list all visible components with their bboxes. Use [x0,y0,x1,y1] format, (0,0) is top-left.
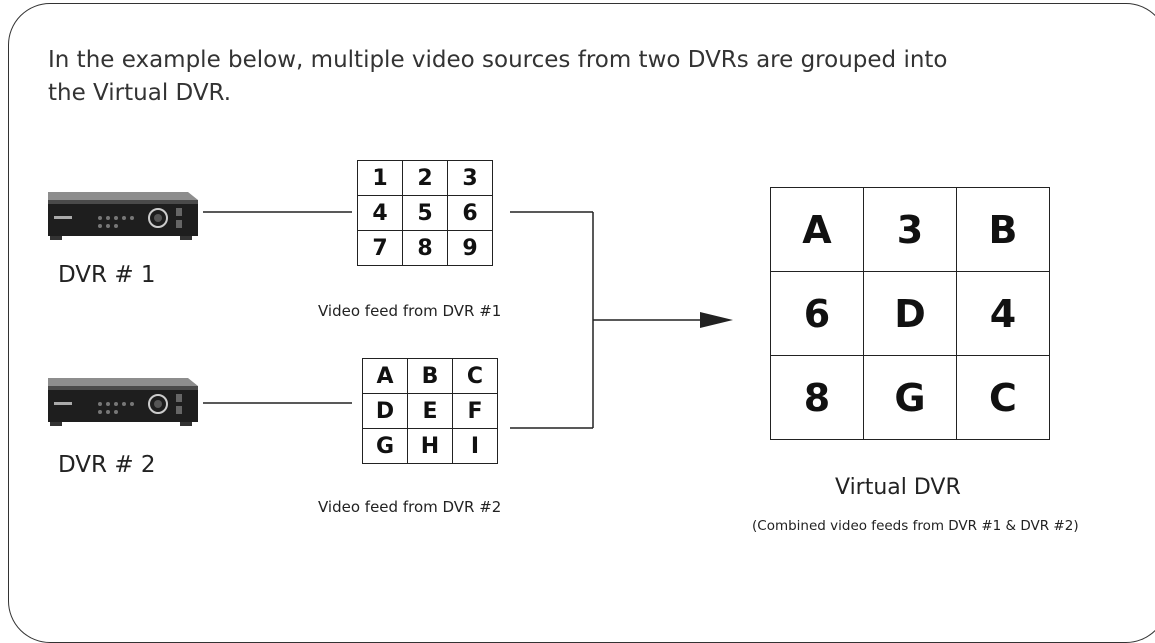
dvr-1-device-icon [48,192,198,240]
grid-cell: 3 [447,160,493,196]
grid-cell: B [407,358,453,394]
grid-cell: 8 [770,355,864,440]
grid-row: A B C [362,358,498,394]
dvr-1-feed-grid: 1 2 3 4 5 6 7 8 9 [357,160,493,266]
grid-cell: 4 [357,195,403,231]
grid-cell: 5 [402,195,448,231]
dvr-1-label: DVR # 1 [58,262,156,288]
grid-cell: A [770,187,864,272]
arrow-head-icon [700,312,733,328]
dvr-2-device-icon [48,378,198,426]
grid-cell: B [956,187,1050,272]
grid-row: 4 5 6 [357,195,493,231]
dvr-2-feed-grid: A B C D E F G H I [362,358,498,464]
grid-cell: E [407,393,453,429]
virtual-dvr-sub-label: (Combined video feeds from DVR #1 & DVR … [752,518,1079,534]
grid-cell: 7 [357,230,403,266]
grid-cell: G [863,355,957,440]
grid-cell: 3 [863,187,957,272]
grid-cell: G [362,428,408,464]
grid-cell: I [452,428,498,464]
grid-row: 6 D 4 [770,271,1050,356]
virtual-dvr-label: Virtual DVR [835,475,961,500]
dvr-2-feed-caption: Video feed from DVR #2 [318,498,502,516]
grid-row: D E F [362,393,498,429]
grid-row: G H I [362,428,498,464]
virtual-dvr-grid: A 3 B 6 D 4 8 G C [770,187,1050,440]
grid-cell: 9 [447,230,493,266]
grid-cell: 4 [956,271,1050,356]
grid-cell: 2 [402,160,448,196]
grid-cell: 6 [770,271,864,356]
grid-row: 7 8 9 [357,230,493,266]
grid-row: 1 2 3 [357,160,493,196]
grid-cell: 6 [447,195,493,231]
intro-text: In the example below, multiple video sou… [48,47,948,106]
connector-lines [203,211,733,429]
grid-cell: 1 [357,160,403,196]
grid-row: A 3 B [770,187,1050,272]
grid-cell: H [407,428,453,464]
dvr-2-label: DVR # 2 [58,452,156,478]
dvr-1-feed-caption: Video feed from DVR #1 [318,302,502,320]
grid-cell: D [362,393,408,429]
grid-cell: C [956,355,1050,440]
grid-cell: C [452,358,498,394]
grid-cell: D [863,271,957,356]
grid-row: 8 G C [770,355,1050,440]
grid-cell: 8 [402,230,448,266]
grid-cell: F [452,393,498,429]
grid-cell: A [362,358,408,394]
